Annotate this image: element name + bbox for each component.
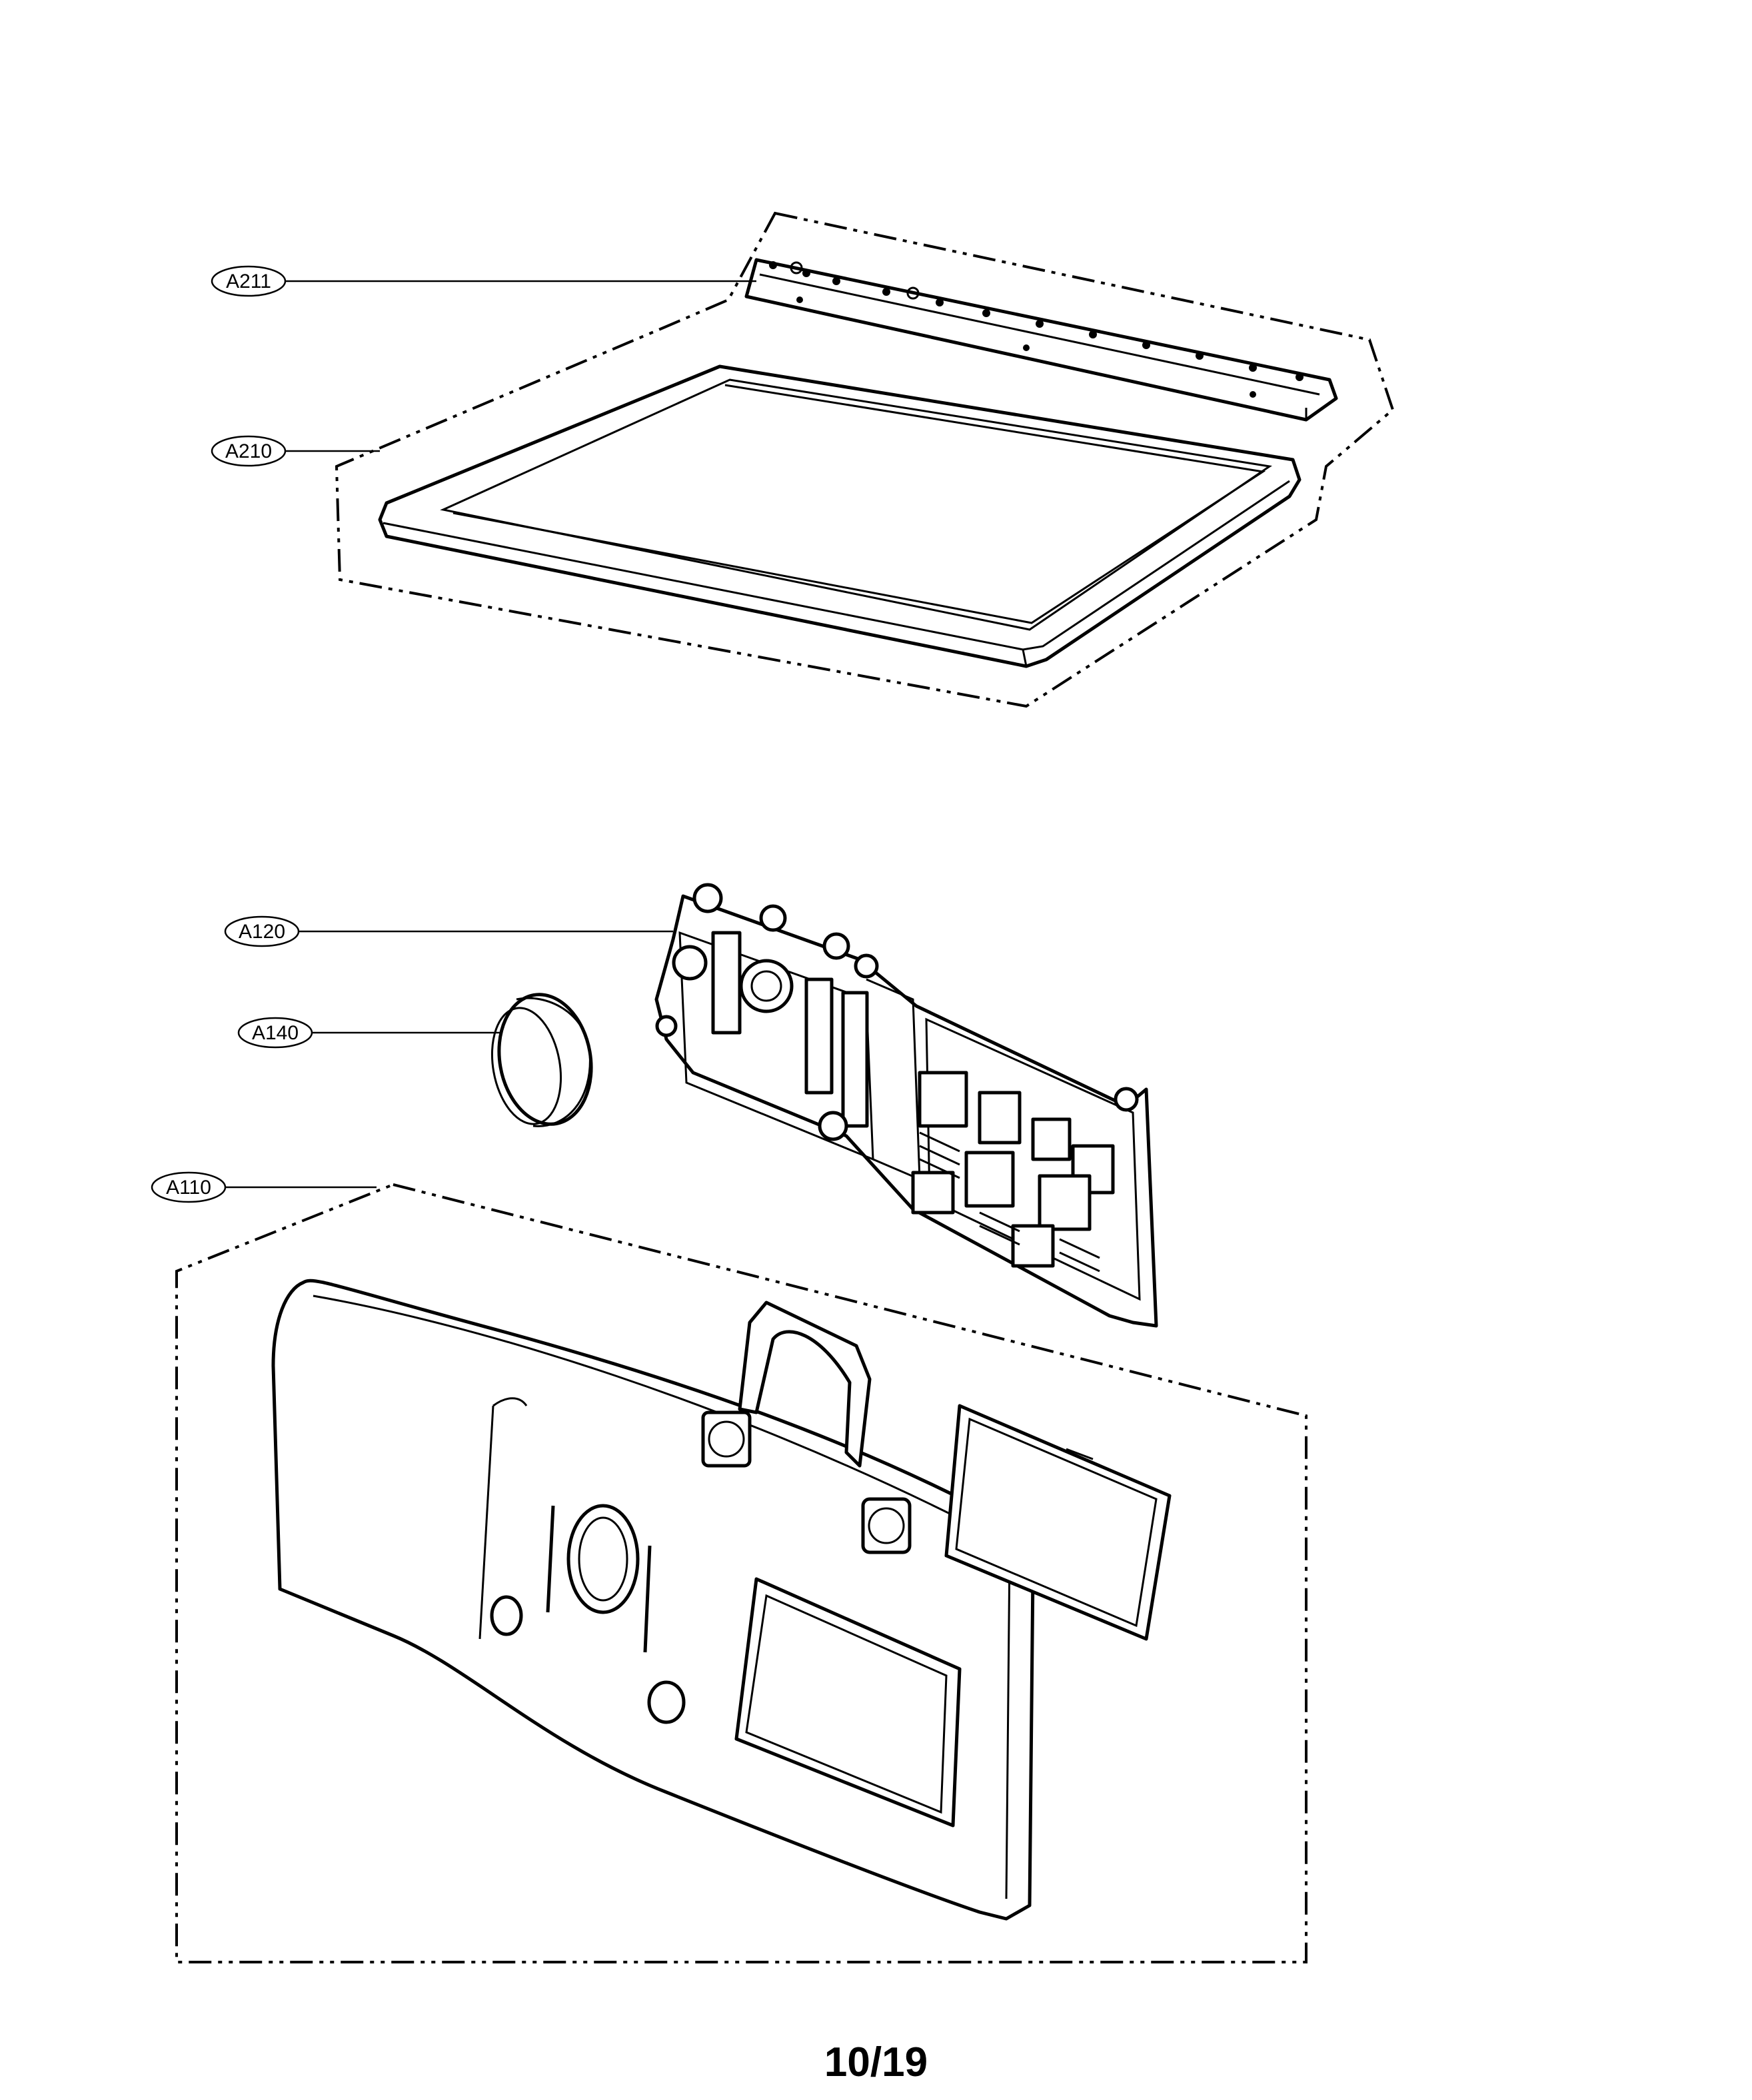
control-board-part-a120 [654, 883, 1158, 1328]
callout-a110: A110 [151, 1171, 377, 1203]
callout-label-a110: A110 [166, 1177, 211, 1199]
callout-label-a210: A210 [225, 440, 272, 462]
callout-a211: A211 [211, 265, 756, 297]
callout-label-a211: A211 [226, 270, 271, 292]
callout-label-a120: A120 [239, 921, 285, 943]
display-module-part [944, 1404, 1172, 1641]
button-holder-bracket [701, 1301, 872, 1468]
callout-label-a140: A140 [252, 1022, 299, 1044]
top-plate-assembly [335, 211, 1395, 708]
callout-a210: A210 [211, 435, 380, 467]
top-panel-part-a210 [378, 364, 1302, 668]
push-button-part [861, 1497, 912, 1554]
knob-part-a140 [490, 993, 593, 1127]
control-panel-assembly [175, 1183, 1308, 1963]
page-number: 10/19 [824, 2039, 928, 2085]
callout-a120: A120 [224, 915, 673, 947]
lower-assembly-boundary [175, 1183, 1308, 1963]
bracket-part-a211 [744, 258, 1338, 422]
relay-bank [911, 1017, 1141, 1301]
top-assembly-boundary [335, 211, 1395, 708]
callout-a140: A140 [237, 1017, 500, 1049]
control-panel-part-a110 [271, 1279, 1037, 1921]
